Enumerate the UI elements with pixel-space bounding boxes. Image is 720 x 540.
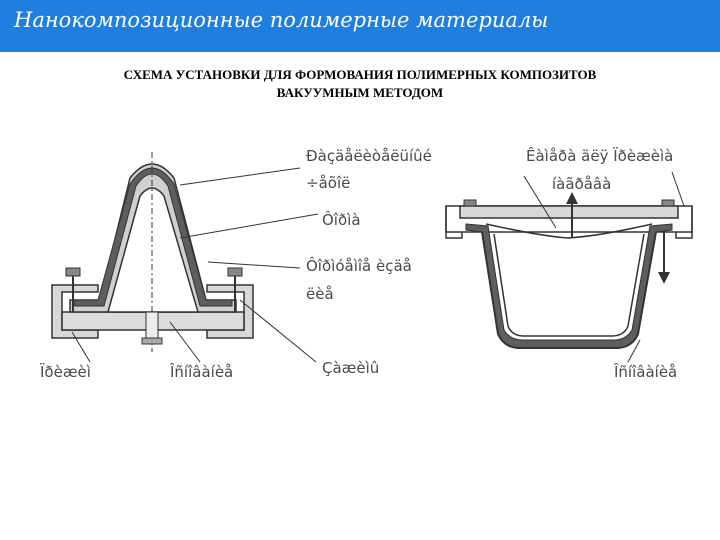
mold-inner xyxy=(493,233,645,337)
leader-chamber xyxy=(523,175,557,229)
right-bolt-head xyxy=(227,267,243,277)
leader-press-right xyxy=(671,171,685,207)
right-forming-unit xyxy=(445,192,693,349)
leader-base-right xyxy=(627,339,641,363)
leader-clamps xyxy=(239,299,317,363)
lid-bolt-left xyxy=(463,199,477,207)
leader-press xyxy=(71,331,91,363)
leader-base xyxy=(169,321,201,363)
left-bolt-head xyxy=(65,267,81,277)
leader-lines xyxy=(71,167,685,363)
leader-form xyxy=(179,213,319,239)
left-forming-unit xyxy=(51,152,254,352)
mold-outer xyxy=(481,231,657,349)
label-clamps: Çàæèìû xyxy=(322,359,380,377)
header-bar: Нанокомпозиционные полимерные материалы xyxy=(0,0,720,52)
molded-product xyxy=(73,167,233,307)
left-clamp-edge xyxy=(445,206,463,239)
center-bolt xyxy=(145,311,159,339)
label-heating-chamber-2: íàãðåâà xyxy=(552,175,612,193)
label-molded-product: Ôîðìóåìîå èçäå xyxy=(306,257,412,275)
label-base-left: Îñíîâàíèå xyxy=(170,363,234,381)
label-base-right: Îñíîâàíèå xyxy=(614,363,678,381)
label-press-left: Ïðèæèì xyxy=(40,363,91,381)
header-title: Нанокомпозиционные полимерные материалы xyxy=(14,8,549,32)
label-release-cover: Ðàçäåëèòåëüíûé xyxy=(306,147,432,165)
label-molded-product-2: ëèå xyxy=(306,285,334,303)
right-clamp-edge xyxy=(675,206,693,239)
sagging-sheet xyxy=(485,223,653,239)
leader-cover xyxy=(179,167,301,186)
lid-bolt-right xyxy=(661,199,675,207)
label-release-cover-2: ÷åõîë xyxy=(306,174,351,192)
vacuum-arrow-head xyxy=(658,272,670,284)
air-out-arrow-head xyxy=(566,192,578,204)
label-heating-chamber: Êàìåðà äëÿ Ïðèæèìà xyxy=(526,147,674,165)
leader-product xyxy=(207,261,301,269)
center-bolt-nut xyxy=(141,337,163,345)
label-form: Ôîðìà xyxy=(322,211,361,229)
subtitle-line-1: СХЕМА УСТАНОВКИ ДЛЯ ФОРМОВАНИЯ ПОЛИМЕРНЫ… xyxy=(123,67,597,82)
heating-chamber-lid xyxy=(459,205,679,219)
mold-cone xyxy=(107,187,200,313)
subtitle-line-2: ВАКУУМНЫМ МЕТОДОМ xyxy=(276,85,444,100)
slide-subtitle: СХЕМА УСТАНОВКИ ДЛЯ ФОРМОВАНИЯ ПОЛИМЕРНЫ… xyxy=(0,66,720,102)
